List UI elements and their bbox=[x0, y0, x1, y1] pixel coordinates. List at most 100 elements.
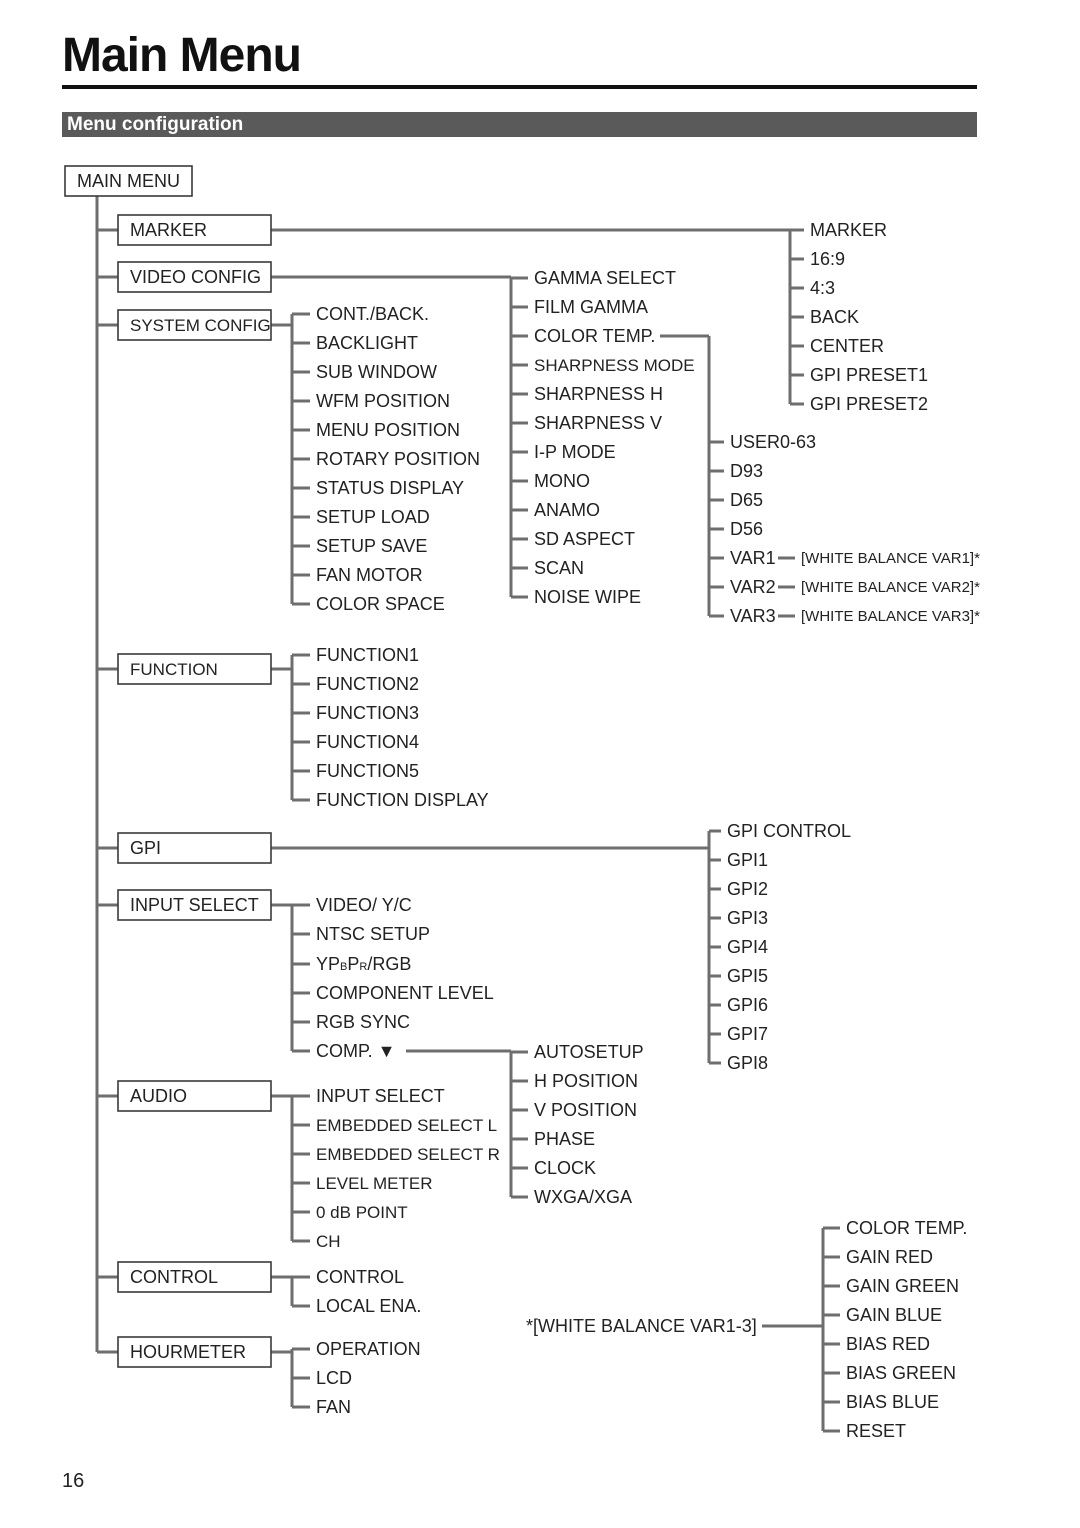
hourmeter-submenu-item: FAN bbox=[316, 1397, 351, 1417]
audio-submenu-item: EMBEDDED SELECT R bbox=[316, 1145, 500, 1164]
input-select-item: COMPONENT LEVEL bbox=[316, 983, 494, 1003]
function-submenu-item: FUNCTION2 bbox=[316, 674, 419, 694]
audio-submenu-item: CH bbox=[316, 1232, 341, 1251]
audio-submenu-item: EMBEDDED SELECT L bbox=[316, 1116, 497, 1135]
main-menu-label: MAIN MENU bbox=[77, 171, 180, 191]
white-balance-submenu-item: GAIN RED bbox=[846, 1247, 933, 1267]
control-submenu-item: LOCAL ENA. bbox=[316, 1296, 421, 1316]
marker-submenu-item: MARKER bbox=[810, 220, 887, 240]
marker-submenu-item: GPI PRESET2 bbox=[810, 394, 928, 414]
gpi-submenu-item: GPI7 bbox=[727, 1024, 768, 1044]
color-temp-submenu-item: VAR1 bbox=[730, 548, 776, 568]
comp-submenu-item: V POSITION bbox=[534, 1100, 637, 1120]
system-config-submenu-item: SUB WINDOW bbox=[316, 362, 437, 382]
system-config-submenu-item: MENU POSITION bbox=[316, 420, 460, 440]
color-temp-submenu-item: VAR2 bbox=[730, 577, 776, 597]
white-balance-submenu-item: RESET bbox=[846, 1421, 906, 1441]
main-item-audio-label: AUDIO bbox=[130, 1086, 187, 1106]
white-balance-var-note: [WHITE BALANCE VAR1]* bbox=[801, 550, 980, 567]
marker-submenu-item: CENTER bbox=[810, 336, 884, 356]
white-balance-submenu-item: BIAS BLUE bbox=[846, 1392, 939, 1412]
function-submenu-item: FUNCTION1 bbox=[316, 645, 419, 665]
main-item-hourmeter-label: HOURMETER bbox=[130, 1342, 246, 1362]
video-config-submenu-item: ANAMO bbox=[534, 500, 600, 520]
video-config-submenu-item: MONO bbox=[534, 471, 590, 491]
marker-submenu-item: 16:9 bbox=[810, 249, 845, 269]
hourmeter-submenu-item: OPERATION bbox=[316, 1339, 421, 1359]
comp-submenu-item: AUTOSETUP bbox=[534, 1042, 644, 1062]
white-balance-var-note: [WHITE BALANCE VAR2]* bbox=[801, 579, 980, 596]
main-item-video-config-box bbox=[117, 261, 272, 293]
video-config-submenu-item: SHARPNESS V bbox=[534, 413, 662, 433]
gpi-submenu-item: GPI1 bbox=[727, 850, 768, 870]
audio-submenu-item: INPUT SELECT bbox=[316, 1086, 445, 1106]
section-heading-bar: Menu configuration bbox=[62, 112, 977, 137]
input-select-item-ypbpr: YPBPR/RGB bbox=[316, 954, 411, 974]
color-temp-submenu-item: VAR3 bbox=[730, 606, 776, 626]
section-heading: Menu configuration bbox=[67, 114, 244, 135]
comp-submenu-item: WXGA/XGA bbox=[534, 1187, 632, 1207]
page-title: Main Menu bbox=[62, 29, 302, 82]
video-config-submenu-item: COLOR TEMP. bbox=[534, 326, 655, 346]
main-item-control-box bbox=[117, 1261, 272, 1293]
white-balance-submenu-item: GAIN GREEN bbox=[846, 1276, 959, 1296]
system-config-submenu-item: STATUS DISPLAY bbox=[316, 478, 464, 498]
white-balance-submenu-item: GAIN BLUE bbox=[846, 1305, 942, 1325]
video-config-submenu-item: SCAN bbox=[534, 558, 584, 578]
system-config-submenu-item: SETUP LOAD bbox=[316, 507, 430, 527]
main-item-control-label: CONTROL bbox=[130, 1267, 218, 1287]
audio-submenu-item: 0 dB POINT bbox=[316, 1203, 408, 1222]
white-balance-var-note: [WHITE BALANCE VAR3]* bbox=[801, 608, 980, 625]
main-item-marker-box bbox=[117, 214, 272, 246]
main-item-gpi-box bbox=[117, 832, 272, 864]
main-item-function-label: FUNCTION bbox=[130, 660, 218, 679]
color-temp-submenu-item: D93 bbox=[730, 461, 763, 481]
color-temp-submenu-item: D56 bbox=[730, 519, 763, 539]
system-config-submenu-item: WFM POSITION bbox=[316, 391, 450, 411]
function-submenu-item: FUNCTION DISPLAY bbox=[316, 790, 489, 810]
main-item-input-select-box bbox=[117, 889, 272, 921]
gpi-submenu-item: GPI5 bbox=[727, 966, 768, 986]
video-config-submenu-item: SD ASPECT bbox=[534, 529, 635, 549]
input-select-item: COMP. ▼ bbox=[316, 1041, 396, 1061]
system-config-submenu-item: SETUP SAVE bbox=[316, 536, 427, 556]
main-item-video-config-label: VIDEO CONFIG bbox=[130, 267, 261, 287]
control-submenu-item: CONTROL bbox=[316, 1267, 404, 1287]
function-submenu-item: FUNCTION4 bbox=[316, 732, 419, 752]
gpi-submenu-item: GPI3 bbox=[727, 908, 768, 928]
main-item-system-config-label: SYSTEM CONFIG bbox=[130, 316, 271, 335]
white-balance-submenu-item: BIAS RED bbox=[846, 1334, 930, 1354]
comp-submenu-item: CLOCK bbox=[534, 1158, 596, 1178]
comp-submenu-item: PHASE bbox=[534, 1129, 595, 1149]
gpi-submenu-item: GPI4 bbox=[727, 937, 768, 957]
main-item-hourmeter-box bbox=[117, 1336, 272, 1368]
gpi-submenu-item: GPI CONTROL bbox=[727, 821, 851, 841]
white-balance-submenu-item: BIAS GREEN bbox=[846, 1363, 956, 1383]
main-item-marker-label: MARKER bbox=[130, 220, 207, 240]
system-config-submenu-item: CONT./BACK. bbox=[316, 304, 429, 324]
input-select-item: RGB SYNC bbox=[316, 1012, 410, 1032]
main-item-input-select-label: INPUT SELECT bbox=[130, 895, 259, 915]
main-item-system-config-box bbox=[117, 309, 272, 341]
system-config-submenu-item: FAN MOTOR bbox=[316, 565, 423, 585]
white-balance-submenu-item: COLOR TEMP. bbox=[846, 1218, 967, 1238]
function-submenu-item: FUNCTION3 bbox=[316, 703, 419, 723]
video-config-submenu-item: FILM GAMMA bbox=[534, 297, 648, 317]
gpi-submenu-item: GPI8 bbox=[727, 1053, 768, 1073]
marker-submenu-item: 4:3 bbox=[810, 278, 835, 298]
video-config-submenu-item: I-P MODE bbox=[534, 442, 616, 462]
color-temp-submenu-item: USER0-63 bbox=[730, 432, 816, 452]
video-config-submenu-item: SHARPNESS H bbox=[534, 384, 663, 404]
video-config-submenu-item: NOISE WIPE bbox=[534, 587, 641, 607]
gpi-submenu-item: GPI2 bbox=[727, 879, 768, 899]
comp-submenu-item: H POSITION bbox=[534, 1071, 638, 1091]
main-item-gpi-label: GPI bbox=[130, 838, 161, 858]
input-select-item: NTSC SETUP bbox=[316, 924, 430, 944]
marker-submenu-item: GPI PRESET1 bbox=[810, 365, 928, 385]
page-number: 16 bbox=[62, 1470, 85, 1492]
gpi-submenu-item: GPI6 bbox=[727, 995, 768, 1015]
function-submenu-item: FUNCTION5 bbox=[316, 761, 419, 781]
marker-submenu-item: BACK bbox=[810, 307, 859, 327]
title-rule bbox=[62, 85, 977, 89]
